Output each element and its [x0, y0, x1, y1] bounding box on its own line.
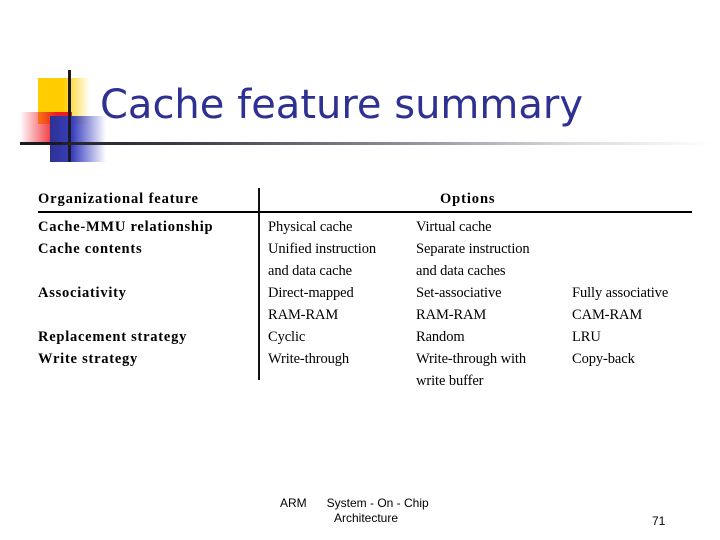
logo-vertical-line: [68, 70, 71, 162]
page-number: 71: [652, 514, 666, 528]
table-option-cell: Direct-mapped: [268, 285, 354, 301]
table-option-cell: RAM-RAM: [416, 307, 487, 323]
table-header-organizational-feature: Organizational feature: [38, 191, 199, 207]
table-option-cell: Virtual cache: [416, 219, 492, 235]
table-row-label: Replacement strategy: [38, 329, 188, 345]
table-row-label: Cache contents: [38, 241, 143, 257]
table-option-cell: Write-through: [268, 351, 350, 367]
logo-blue-square: [50, 116, 106, 162]
table-row-label: Write strategy: [38, 351, 139, 367]
table-option-cell: LRU: [572, 329, 601, 345]
slide-title: Cache feature summary: [100, 82, 583, 128]
table-column-divider: [258, 188, 260, 380]
table-option-cell: Copy-back: [572, 351, 635, 367]
table-option-cell: Physical cache: [268, 219, 353, 235]
title-underline-rule: [62, 142, 712, 145]
table-option-cell: Separate instruction: [416, 241, 530, 257]
table-option-cell: and data cache: [268, 263, 352, 279]
table-option-cell: RAM-RAM: [268, 307, 339, 323]
table-row-label: Associativity: [38, 285, 127, 301]
table-option-cell: Cyclic: [268, 329, 306, 345]
table-header-rule: [38, 211, 692, 213]
table-option-cell: Unified instruction: [268, 241, 377, 257]
table-option-cell: and data caches: [416, 263, 506, 279]
footer-line-2: Architecture: [334, 511, 399, 525]
table-option-cell: Set-associative: [416, 285, 502, 301]
table-option-cell: CAM-RAM: [572, 307, 643, 323]
table-option-cell: write buffer: [416, 373, 484, 389]
decorative-logo: [20, 70, 110, 162]
table-option-cell: Write-through with: [416, 351, 526, 367]
table-option-cell: Fully associative: [572, 285, 669, 301]
table-option-cell: Random: [416, 329, 465, 345]
cache-feature-table: Organizational feature Options Cache-MMU…: [38, 188, 692, 389]
footer-line-1: ARM System - On - Chip: [280, 496, 429, 510]
table-header-options: Options: [440, 191, 496, 207]
table-row-label: Cache-MMU relationship: [38, 219, 214, 235]
slide-footer: ARM System - On - Chip Architecture: [280, 496, 540, 526]
